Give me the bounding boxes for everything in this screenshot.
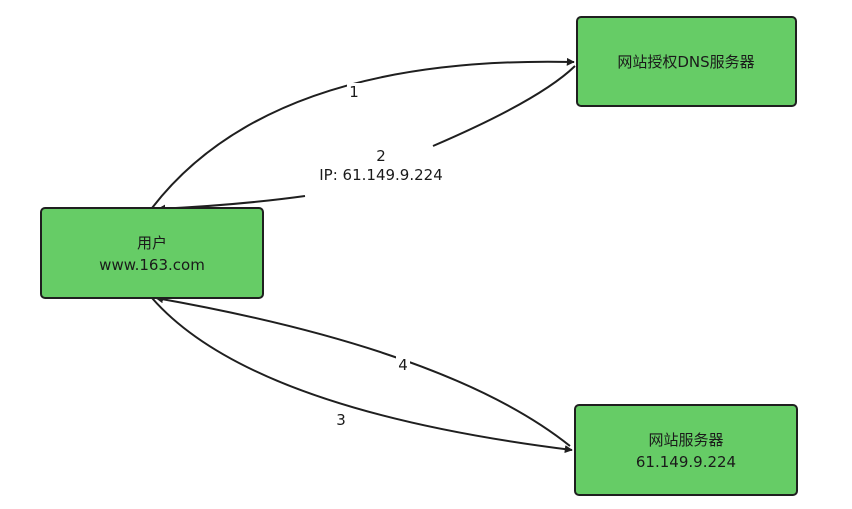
node-web-server-box[interactable] [574, 404, 798, 496]
edge-step-3-label-bg [334, 410, 348, 428]
edge-step-4-line [155, 295, 571, 447]
node-web-server-ip: 61.149.9.224 [636, 453, 736, 471]
node-user[interactable]: 用户 www.163.com [40, 207, 264, 299]
edge-step-1-label: 1 [349, 83, 359, 101]
edge-step-4: 4 [155, 295, 571, 447]
node-web-server[interactable]: 网站服务器 61.149.9.224 [574, 404, 798, 496]
edge-step-1-label-bg [347, 83, 361, 101]
edge-step-2-label: 2 [376, 147, 386, 165]
edge-step-1: 1 [151, 57, 575, 209]
edge-step-4-label-bg [396, 355, 410, 373]
edge-step-3: 3 [151, 297, 573, 454]
edge-step-4-label: 4 [398, 356, 408, 374]
node-dns-server-box[interactable] [576, 16, 797, 107]
node-dns-server-title: 网站授权DNS服务器 [617, 53, 754, 71]
edge-step-2-line [432, 65, 576, 147]
edge-step-3-label: 3 [336, 411, 346, 429]
edge-step-3-line [151, 297, 573, 454]
edge-step-1-line [151, 57, 575, 209]
node-user-domain: www.163.com [99, 256, 205, 274]
node-user-box[interactable] [40, 207, 264, 299]
node-web-server-title: 网站服务器 [648, 431, 723, 449]
node-dns-server[interactable]: 网站授权DNS服务器 [576, 16, 797, 107]
edge-step-2-ip-label: IP: 61.149.9.224 [319, 166, 443, 184]
edge-step-2: 2 IP: 61.149.9.224 [157, 65, 576, 213]
node-user-title: 用户 [137, 234, 167, 252]
